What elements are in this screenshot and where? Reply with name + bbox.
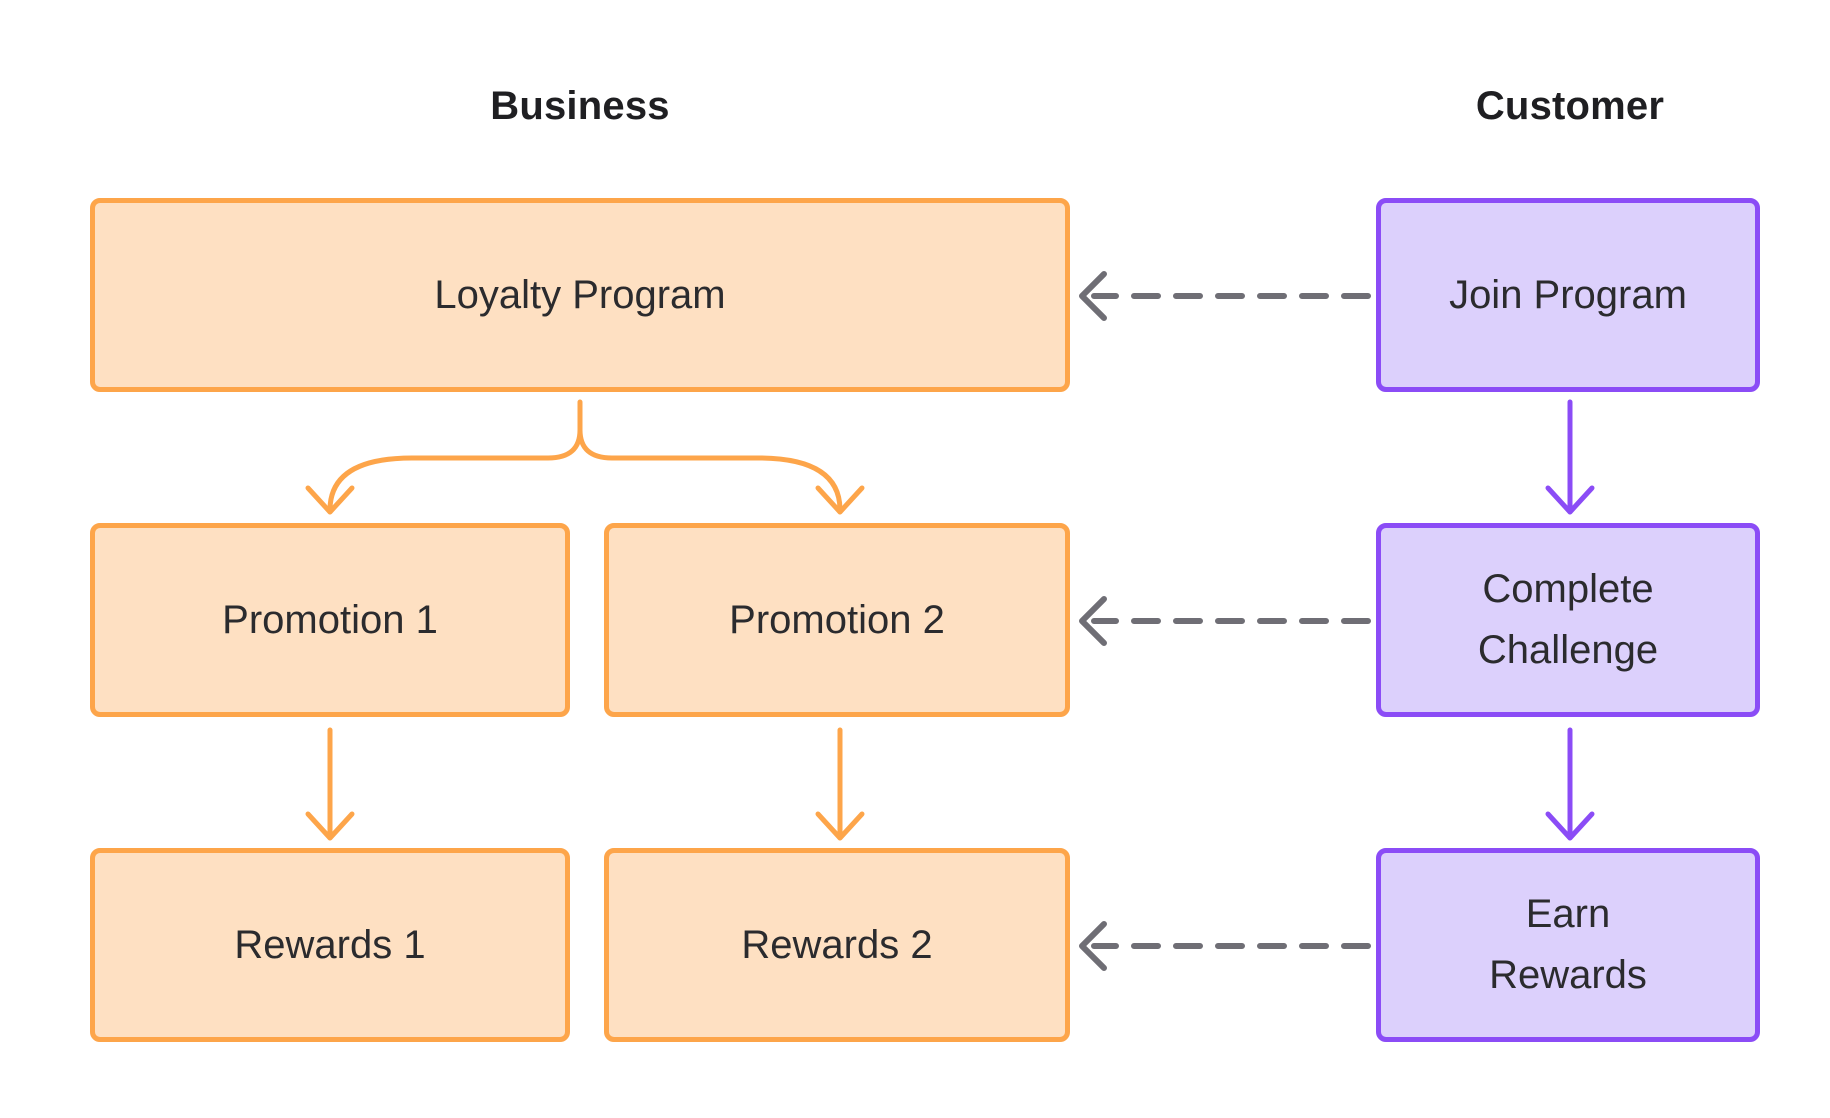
rewards-1-box: Rewards 1	[90, 848, 570, 1042]
arrowhead-rewards-2	[815, 811, 865, 841]
arrowhead-rewards-1	[305, 811, 355, 841]
dashed-arrowhead-rewards-2	[1079, 921, 1107, 971]
customer-column-header: Customer	[1475, 84, 1665, 128]
promotion-2-box: Promotion 2	[604, 523, 1070, 717]
arrowhead-complete-challenge	[1545, 485, 1595, 515]
complete-challenge-box: Complete Challenge	[1376, 523, 1760, 717]
rewards-2-label: Rewards 2	[741, 922, 933, 967]
dashed-arrowhead-promotion-2	[1079, 596, 1107, 646]
rewards-2-box: Rewards 2	[604, 848, 1070, 1042]
join-program-box: Join Program	[1376, 198, 1760, 392]
promotion-1-box: Promotion 1	[90, 523, 570, 717]
join-program-label: Join Program	[1449, 272, 1687, 317]
arrowhead-promotion-1	[305, 485, 355, 515]
earn-rewards-label: Earn Rewards	[1489, 892, 1647, 997]
earn-rewards-box: Earn Rewards	[1376, 848, 1760, 1042]
promotion-1-label: Promotion 1	[222, 597, 438, 642]
arrowhead-earn-rewards	[1545, 811, 1595, 841]
dashed-arrowhead-loyalty	[1079, 271, 1107, 321]
promotion-2-label: Promotion 2	[729, 597, 945, 642]
business-column-header: Business	[490, 84, 670, 128]
rewards-1-label: Rewards 1	[234, 922, 426, 967]
complete-challenge-label: Complete Challenge	[1477, 567, 1659, 672]
branch-connector-loyalty-to-promotions	[327, 399, 843, 513]
arrowhead-promotion-2	[815, 485, 865, 515]
loyalty-program-box: Loyalty Program	[90, 198, 1070, 392]
loyalty-program-label: Loyalty Program	[434, 272, 726, 317]
